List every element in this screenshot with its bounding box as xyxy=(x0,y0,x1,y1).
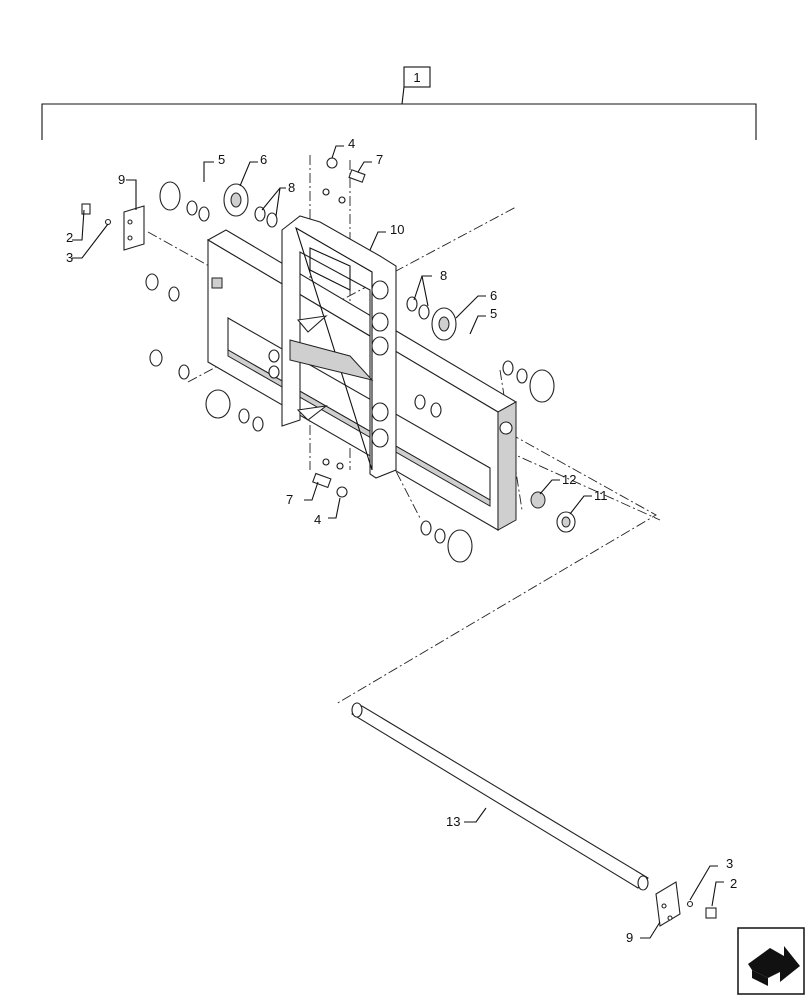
mast-plate xyxy=(281,215,397,479)
callout-3-top[interactable]: 3 xyxy=(66,250,73,265)
callout-8-right[interactable]: 8 xyxy=(440,268,447,283)
callout-2-bottom[interactable]: 2 xyxy=(730,876,737,891)
callout-10[interactable]: 10 xyxy=(390,222,404,237)
callout-3-bottom[interactable]: 3 xyxy=(726,856,733,871)
callout-labels: 2 3 9 5 6 8 4 7 10 8 6 5 12 11 7 4 13 3 … xyxy=(66,136,737,945)
callout-6-top[interactable]: 6 xyxy=(260,152,267,167)
assembly-label[interactable]: 1 xyxy=(413,70,420,85)
callout-9-top[interactable]: 9 xyxy=(118,172,125,187)
callout-11[interactable]: 11 xyxy=(594,488,608,503)
lower-right-hardware xyxy=(655,881,717,927)
callout-12[interactable]: 12 xyxy=(562,472,576,487)
callout-13[interactable]: 13 xyxy=(446,814,460,829)
callout-6-right[interactable]: 6 xyxy=(490,288,497,303)
callout-5-top[interactable]: 5 xyxy=(218,152,225,167)
callout-7-bottom[interactable]: 7 xyxy=(286,492,293,507)
assembly-label-box xyxy=(403,66,431,88)
callout-5-right[interactable]: 5 xyxy=(490,306,497,321)
callout-9-bottom[interactable]: 9 xyxy=(626,930,633,945)
leader-lines xyxy=(72,145,724,939)
callout-4-bottom[interactable]: 4 xyxy=(314,512,321,527)
callout-7-top[interactable]: 7 xyxy=(376,152,383,167)
next-arrow-icon xyxy=(748,946,800,986)
next-page-button[interactable] xyxy=(737,927,805,995)
callout-8-top[interactable]: 8 xyxy=(288,180,295,195)
callout-2-top[interactable]: 2 xyxy=(66,230,73,245)
upper-left-hardware xyxy=(81,181,278,432)
callout-4-top[interactable]: 4 xyxy=(348,136,355,151)
mast-rollers xyxy=(268,280,389,448)
assembly-bracket: 1 xyxy=(41,66,757,140)
shaft xyxy=(351,702,649,891)
right-hardware xyxy=(406,296,576,563)
top-pins xyxy=(322,157,366,204)
bottom-pins xyxy=(312,458,348,498)
